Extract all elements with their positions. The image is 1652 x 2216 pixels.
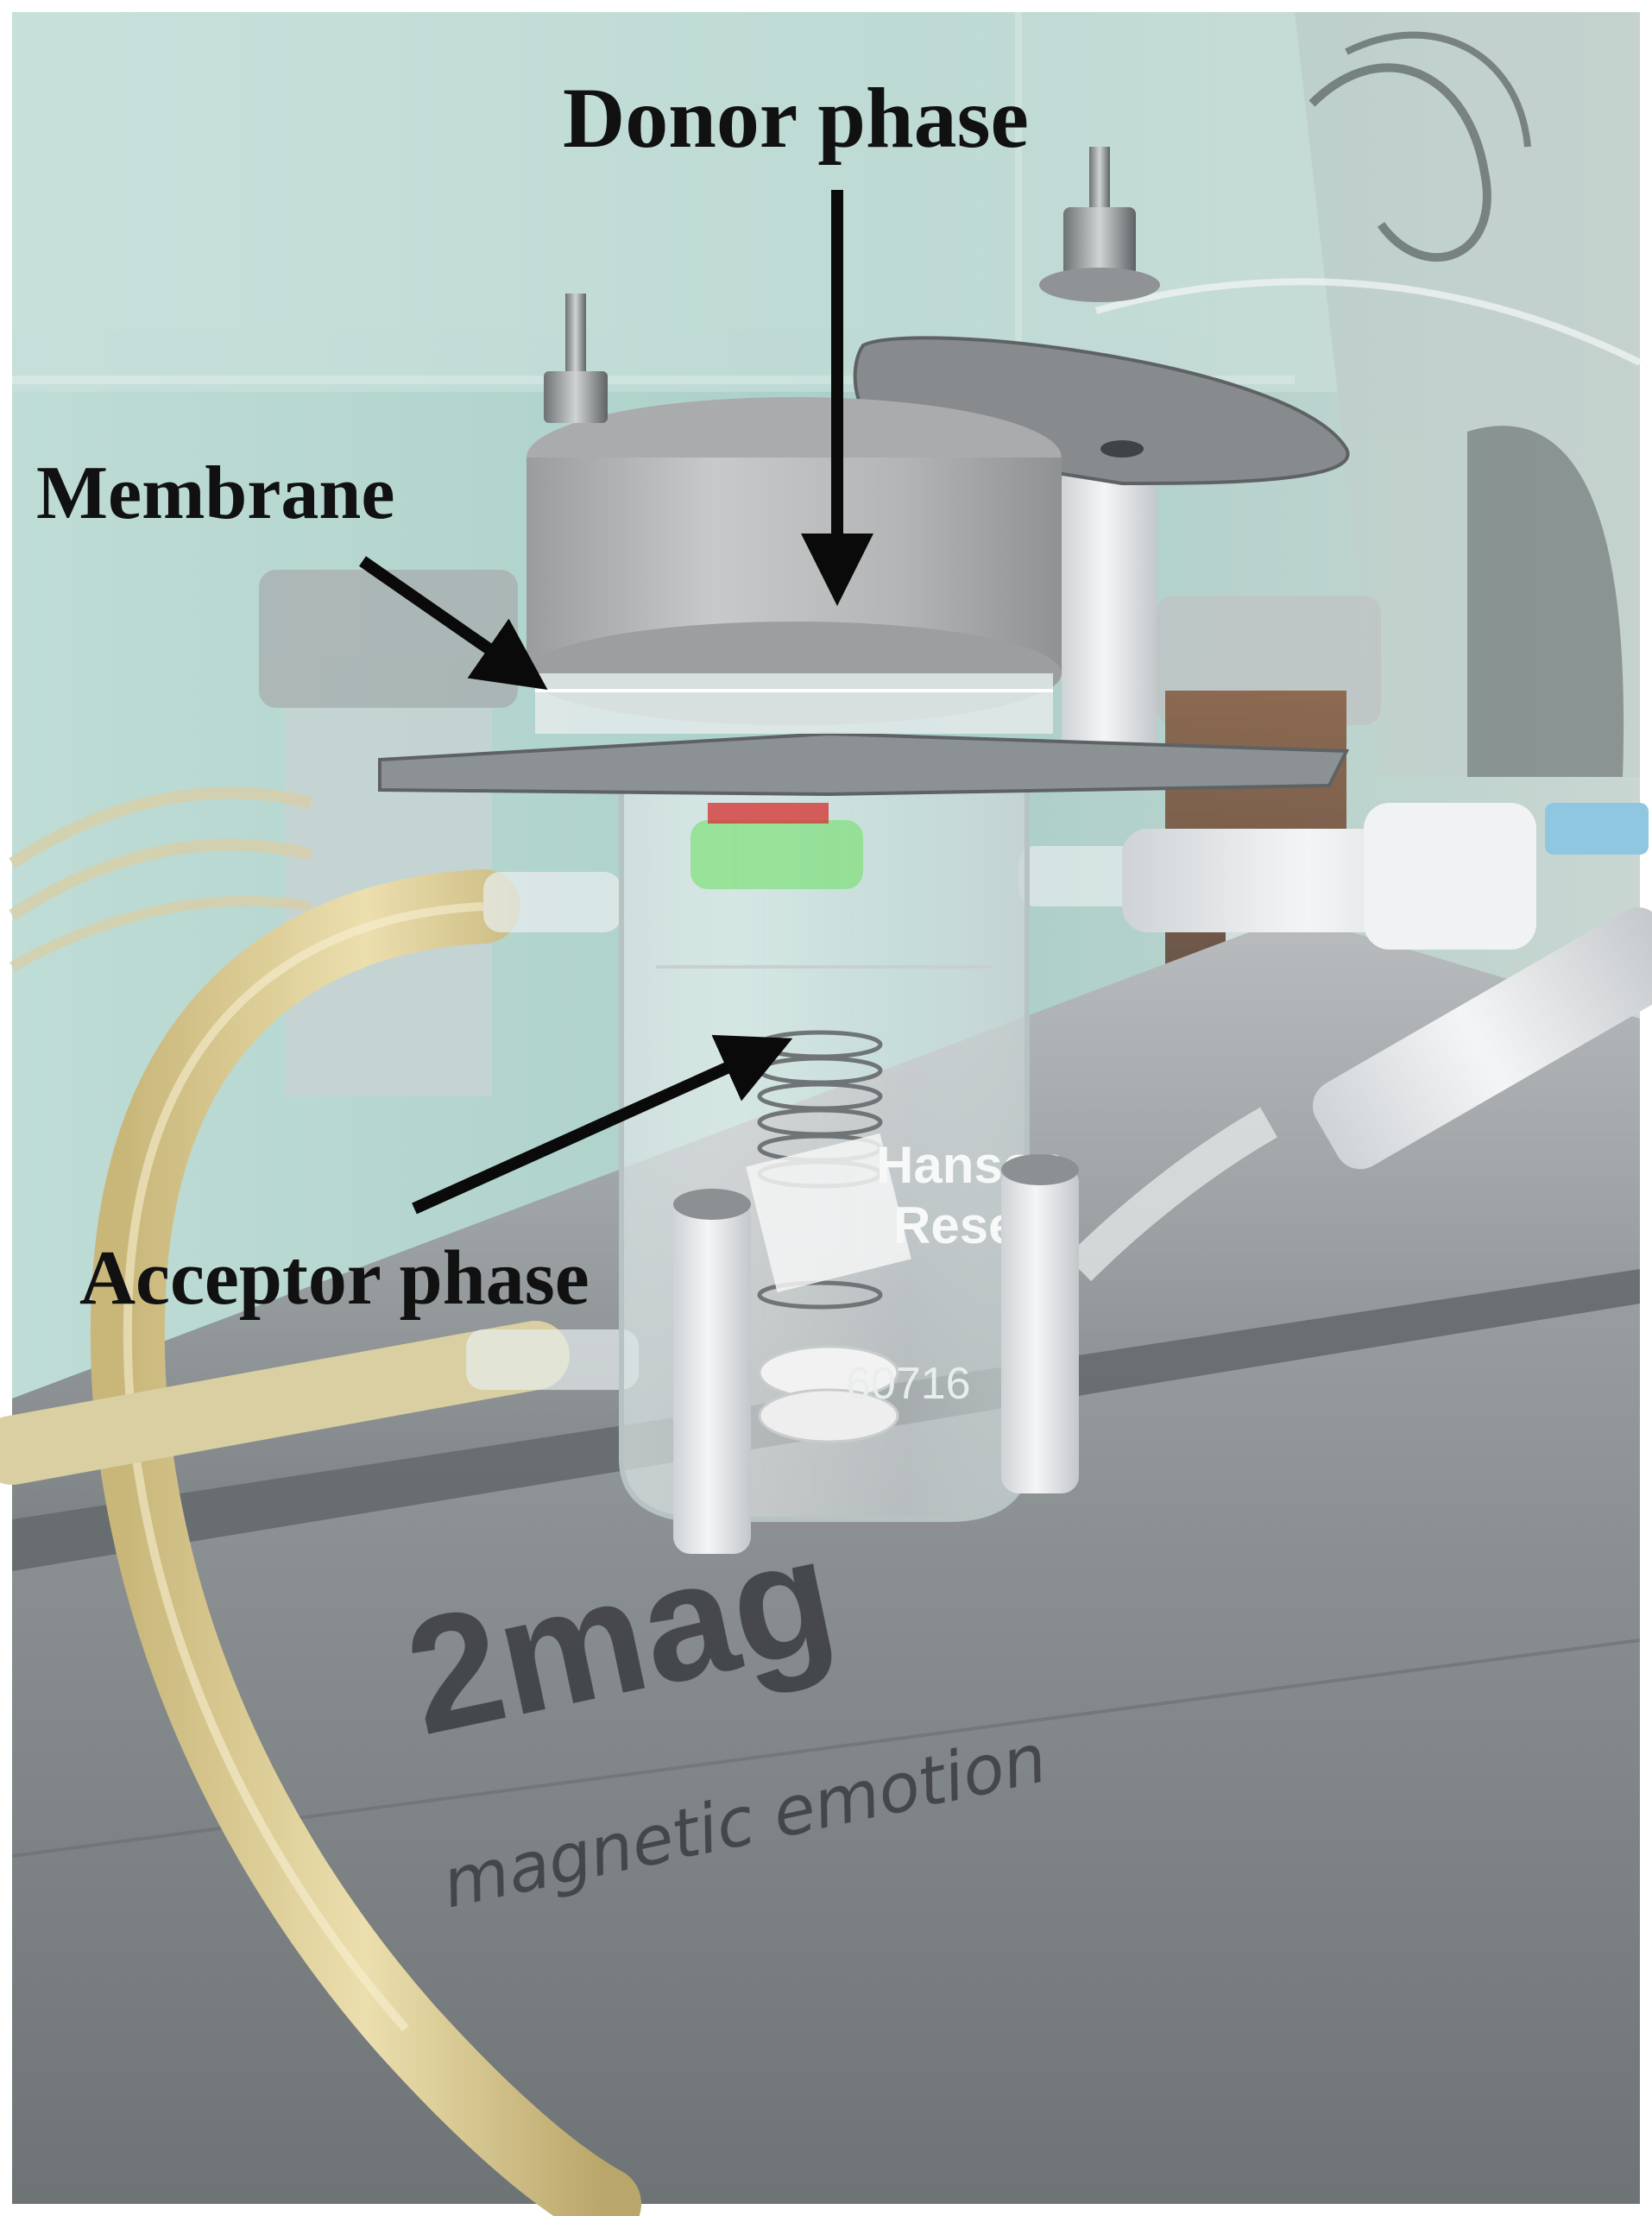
membrane-ring: [535, 673, 1053, 734]
clamp-bolts: [544, 147, 1160, 423]
membrane-label: Membrane: [36, 451, 394, 535]
sampling-connectors: [1066, 803, 1652, 1282]
acceptor-phase-label: Acceptor phase: [79, 1235, 590, 1321]
membrane-arrow: [359, 556, 548, 690]
donor-compartment: [526, 397, 1062, 734]
donor-phase-label: Donor phase: [563, 70, 1029, 166]
annotation-arrows: [359, 190, 873, 1215]
vessel-number: 60716: [846, 1359, 971, 1409]
standoff-pins: [673, 466, 1157, 1554]
background-tubing: [9, 278, 1642, 972]
outlet-tubing: [0, 1321, 570, 1485]
acceptor-arrow: [412, 1034, 793, 1215]
background-details: [12, 12, 1640, 777]
